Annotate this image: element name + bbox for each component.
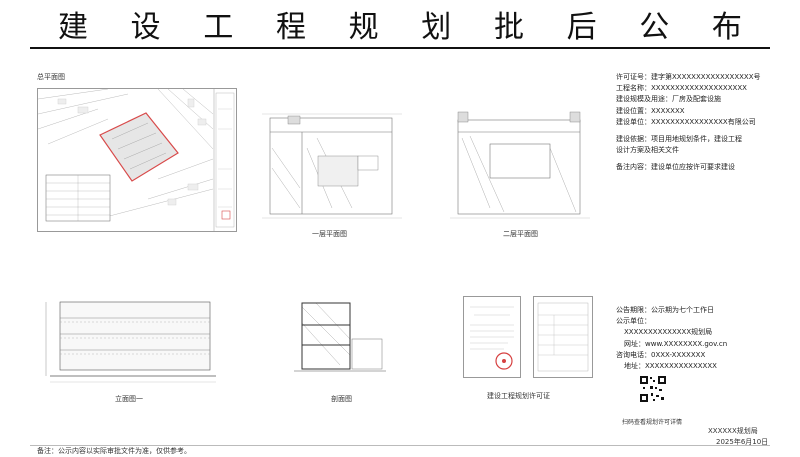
- contact-line: 咨询电话：0XXX-XXXXXXX: [616, 350, 706, 359]
- site-boundary: [99, 112, 179, 182]
- title-char: 划: [421, 10, 452, 45]
- contact-line: 公示单位：: [616, 317, 651, 326]
- issue-date: 2025年6月10日: [716, 438, 769, 446]
- title-char: 工: [203, 10, 234, 45]
- footer-divider: [30, 445, 770, 446]
- qr-caption: 扫码查看规划许可详情: [622, 419, 683, 426]
- site-plan-label: 总平面图: [37, 73, 65, 81]
- title-char: 建: [58, 10, 88, 45]
- info-line: 备注内容：建设单位应按许可要求建设: [616, 163, 735, 172]
- qr-code-icon[interactable]: [639, 375, 667, 403]
- title-char: 设: [130, 10, 161, 45]
- elevation-label: 立面图一: [115, 395, 143, 403]
- site-plan-svg: [37, 88, 235, 231]
- title-char: 程: [275, 10, 306, 45]
- info-line: 建设依据：项目用地规划条件，建设工程: [616, 135, 742, 144]
- contact-line: XXXXXXXXXXXXXX规划局: [624, 328, 713, 337]
- info-line: 建设规模及用途：厂房及配套设施: [616, 95, 721, 104]
- contact-line: 公告期限：公示期为七个工作日: [616, 306, 714, 314]
- issuing-org: XXXXXX规划局: [708, 427, 758, 435]
- permit-page-left: [463, 296, 521, 378]
- floor1-drawing: [262, 108, 402, 222]
- section-drawing: [290, 295, 390, 377]
- info-line: 设计方案及相关文件: [616, 146, 679, 155]
- title-char: 批: [493, 10, 524, 45]
- site-plan-drawing: [37, 88, 237, 232]
- title-divider: [30, 47, 770, 49]
- title-char: 布: [711, 10, 742, 45]
- stamp-icon: [495, 352, 513, 370]
- contact-info: 公告期限：公示期为七个工作日 公示单位： XXXXXXXXXXXXXX规划局 网…: [616, 305, 786, 372]
- title-char: 公: [639, 10, 670, 45]
- contact-line: 网址：www.XXXXXXXX.gov.cn: [624, 339, 728, 348]
- project-info: 许可证号：建字第XXXXXXXXXXXXXXXXX号 工程名称：XXXXXXXX…: [616, 72, 786, 174]
- info-line: 工程名称：XXXXXXXXXXXXXXXXXXXX: [616, 84, 747, 93]
- footer-note: 备注：公示内容以实际审批文件为准，仅供参考。: [37, 447, 191, 455]
- elevation-drawing: [40, 292, 220, 388]
- info-line: 建设单位：XXXXXXXXXXXXXXXX有限公司: [616, 117, 756, 126]
- info-line: 建设位置：XXXXXXX: [616, 106, 685, 115]
- floor2-drawing: [450, 108, 590, 222]
- contact-line: 地址：XXXXXXXXXXXXXXX: [624, 362, 717, 371]
- title-char: 规: [348, 10, 379, 45]
- page-title: 建 设 工 程 规 划 批 后 公 布: [30, 4, 770, 45]
- info-line: 许可证号：建字第XXXXXXXXXXXXXXXXX号: [616, 73, 761, 81]
- section-label: 剖面图: [331, 395, 352, 403]
- floor2-label: 二层平面图: [503, 230, 538, 238]
- permit-page-right: [533, 296, 593, 378]
- floor1-label: 一层平面图: [312, 230, 347, 238]
- title-char: 后: [566, 10, 597, 45]
- permit-label: 建设工程规划许可证: [487, 392, 550, 400]
